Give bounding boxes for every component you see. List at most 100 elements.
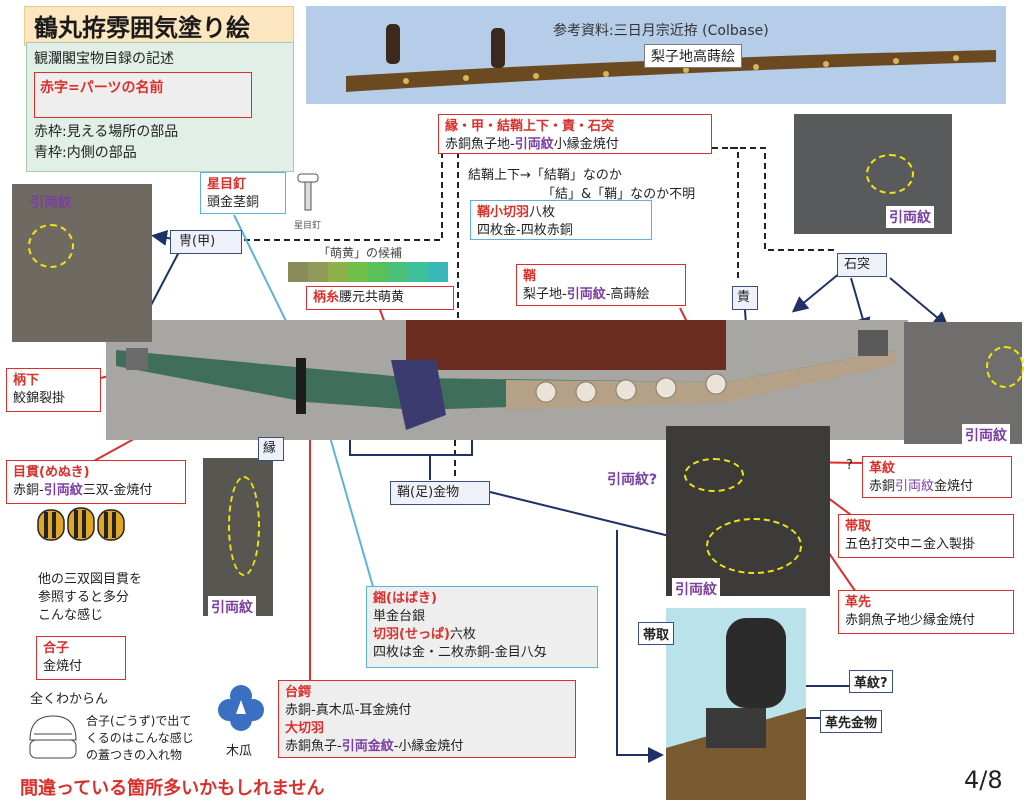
fuchi-desc-c: 小縁金焼付 — [553, 137, 619, 152]
menuki-note-2: 参照すると多分 — [38, 590, 130, 605]
page-title-box — [24, 6, 294, 46]
question-mon-label: 引両紋? — [604, 468, 661, 490]
moegi-label: 「萌黄」の候補 — [318, 246, 403, 260]
tsukashita-desc: 鮫錦裂掛 — [13, 391, 66, 406]
koseppa-title: 鞘小切羽 — [477, 205, 530, 220]
mokko-icon — [218, 685, 264, 731]
oseppa-desc-mon: 引両金紋 — [341, 739, 394, 754]
habaki-box: 鎺(はばき) 単金台銀 切羽(せっぱ)六枚 四枚は金・二枚赤銅-金目八匁 — [366, 586, 598, 668]
obitori-photo — [666, 608, 806, 800]
legend-red-frame: 赤枠:見える場所の部品 — [34, 124, 179, 140]
reference-sword-drawing — [346, 24, 996, 92]
fuchi-desc: 赤銅魚子地-引両紋小縁金焼付 — [445, 136, 705, 154]
saya-box: 鞘 梨子地-引両紋-高蒔絵 — [516, 264, 686, 306]
tsukashita-box: 柄下 鮫錦裂掛 — [6, 368, 101, 412]
menuki-note-3: こんな感じ — [38, 608, 104, 623]
oseppa-desc-c: -小縁金焼付 — [393, 739, 464, 754]
reference-sub: 梨子地高蒔絵 — [644, 44, 742, 68]
kawasaki-box: 革先 赤銅魚子地少縁金焼付 — [838, 590, 1014, 634]
seppa-title: 切羽(せっぱ) — [373, 627, 450, 642]
gouzu-desc: 金焼付 — [43, 659, 83, 674]
kabuto-tag: 冑(甲) — [170, 230, 242, 254]
tsuba-box: 台鍔 赤銅-真木瓜-耳金焼付 大切羽 赤銅魚子-引両金紋-小縁金焼付 — [278, 680, 576, 758]
moegi-swatch — [328, 262, 348, 282]
legend-red-note-box — [34, 72, 252, 118]
gouzu-note: 全くわからん — [30, 692, 109, 707]
moegi-swatch — [308, 262, 328, 282]
saya-desc-c: -高蒔絵 — [605, 287, 650, 302]
fuchi-mon-highlight — [228, 476, 260, 576]
kawamon-box: 革紋 赤銅引両紋金焼付 — [862, 456, 1012, 498]
ishizuki-mon-highlight — [866, 154, 914, 194]
legend-blue-frame: 青枠:内側の部品 — [34, 145, 137, 161]
fuchi-desc-mon: 引両紋 — [514, 137, 554, 152]
note-line-2: 「結」&「鞘」なのか不明 — [542, 187, 696, 202]
ishizuki-right-label: 引両紋 — [962, 424, 1010, 446]
kawamon-title: 革紋 — [869, 461, 896, 476]
koseppa-suffix: 八枚 — [529, 205, 556, 220]
ashi-photo-label: 引両紋 — [672, 578, 720, 600]
gouzu-note-2a: 合子(ごうず)で出て — [86, 714, 192, 728]
ishizuki-top-label: 引両紋 — [886, 206, 934, 228]
legend-red-note: 赤字=パーツの名前 — [40, 80, 164, 96]
daiseppa-desc: 赤銅-真木瓜-耳金焼付 — [285, 703, 412, 718]
hoshime-icon — [297, 173, 319, 211]
ashi-tag: 鞘(足)金物 — [390, 481, 490, 505]
obitori-drawing — [666, 618, 806, 800]
gouzu-box-illustration — [29, 715, 77, 759]
moegi-swatch — [288, 262, 308, 282]
fuchi-title: 縁・甲・結鞘上下・責・石突 — [445, 119, 615, 134]
hoshime-icon-label: 星目釘 — [294, 221, 322, 231]
habaki-title: 鎺(はばき) — [373, 591, 437, 606]
photo-kawamon-label: 革紋? — [849, 670, 893, 693]
fuchi-tag: 縁 — [258, 437, 284, 461]
koseppa-box: 鞘小切羽八枚 四枚金-四枚赤銅 — [470, 200, 652, 240]
menuki-title: 目貫(めぬき) — [13, 465, 90, 480]
obitori-title: 帯取 — [845, 519, 872, 534]
moegi-swatch — [428, 262, 448, 282]
legend-heading: 観瀾閣宝物目録の記述 — [34, 51, 174, 67]
moegi-swatch — [368, 262, 388, 282]
seppa-suffix: 六枚 — [449, 627, 476, 642]
menuki-desc-mon: 引両紋 — [43, 483, 83, 498]
kawamon-desc-c: 金焼付 — [934, 479, 974, 494]
page-number: 4/8 — [964, 766, 1003, 794]
seppa-desc: 四枚は金・二枚赤銅-金目八匁 — [373, 645, 547, 660]
kawasaki-desc: 赤銅魚子地少縁金焼付 — [845, 613, 976, 628]
fuchi-photo-label: 引両紋 — [208, 596, 256, 618]
photo-kawasaki-label: 革先金物 — [820, 710, 883, 733]
sword-drawing — [116, 320, 896, 430]
gouzu-note-2c: の蓋つきの入れ物 — [86, 748, 183, 762]
mokko-label: 木瓜 — [226, 744, 253, 759]
photo-obitori-label: 帯取 — [638, 622, 675, 645]
moegi-swatch — [388, 262, 408, 282]
kabuto-mon-highlight — [28, 224, 74, 268]
hoshime-desc: 頭金茎銅 — [207, 195, 260, 210]
footer-warning: 間違っている箇所多いかもしれません — [20, 778, 325, 799]
moegi-swatch — [408, 262, 428, 282]
ashi-top-highlight — [684, 458, 744, 492]
moegi-swatch-bar — [288, 262, 448, 282]
tsukashita-title: 柄下 — [13, 373, 40, 388]
koseppa-desc: 四枚金-四枚赤銅 — [477, 223, 573, 238]
kawamon-desc-mon: 引両紋 — [895, 479, 935, 494]
gouzu-note-2b: くるのはこんな感じ — [86, 731, 194, 745]
daiseppa-title: 台鍔 — [285, 685, 312, 700]
obitori-desc: 五色打交中ニ金入製掛 — [845, 537, 976, 552]
saya-desc-mon: 引両紋 — [566, 287, 606, 302]
tsukaito-title: 柄糸 — [313, 290, 340, 305]
seme-tag: 責 — [732, 286, 758, 310]
menuki-desc-c: 三双-金焼付 — [82, 483, 153, 498]
hoshime-title: 星目釘 — [207, 177, 247, 192]
oseppa-title: 大切羽 — [285, 721, 325, 736]
question-mark: ? — [846, 458, 853, 473]
fuchi-desc-a: 赤銅魚子地- — [445, 137, 515, 152]
note-line-1: 結鞘上下→「結鞘」なのか — [468, 168, 622, 183]
ishizuki-tag: 石突 — [837, 253, 887, 277]
page-title: 鶴丸拵雰囲気塗り絵 — [34, 14, 250, 42]
menuki-illustration — [37, 507, 125, 541]
menuki-box: 目貫(めぬき) 赤銅-引両紋三双-金焼付 — [6, 460, 186, 504]
tsukaito-desc: 腰元共萌黄 — [339, 290, 405, 305]
obitori-box: 帯取 五色打交中ニ金入製掛 — [838, 514, 1014, 558]
habaki-desc: 単金台銀 — [373, 609, 426, 624]
